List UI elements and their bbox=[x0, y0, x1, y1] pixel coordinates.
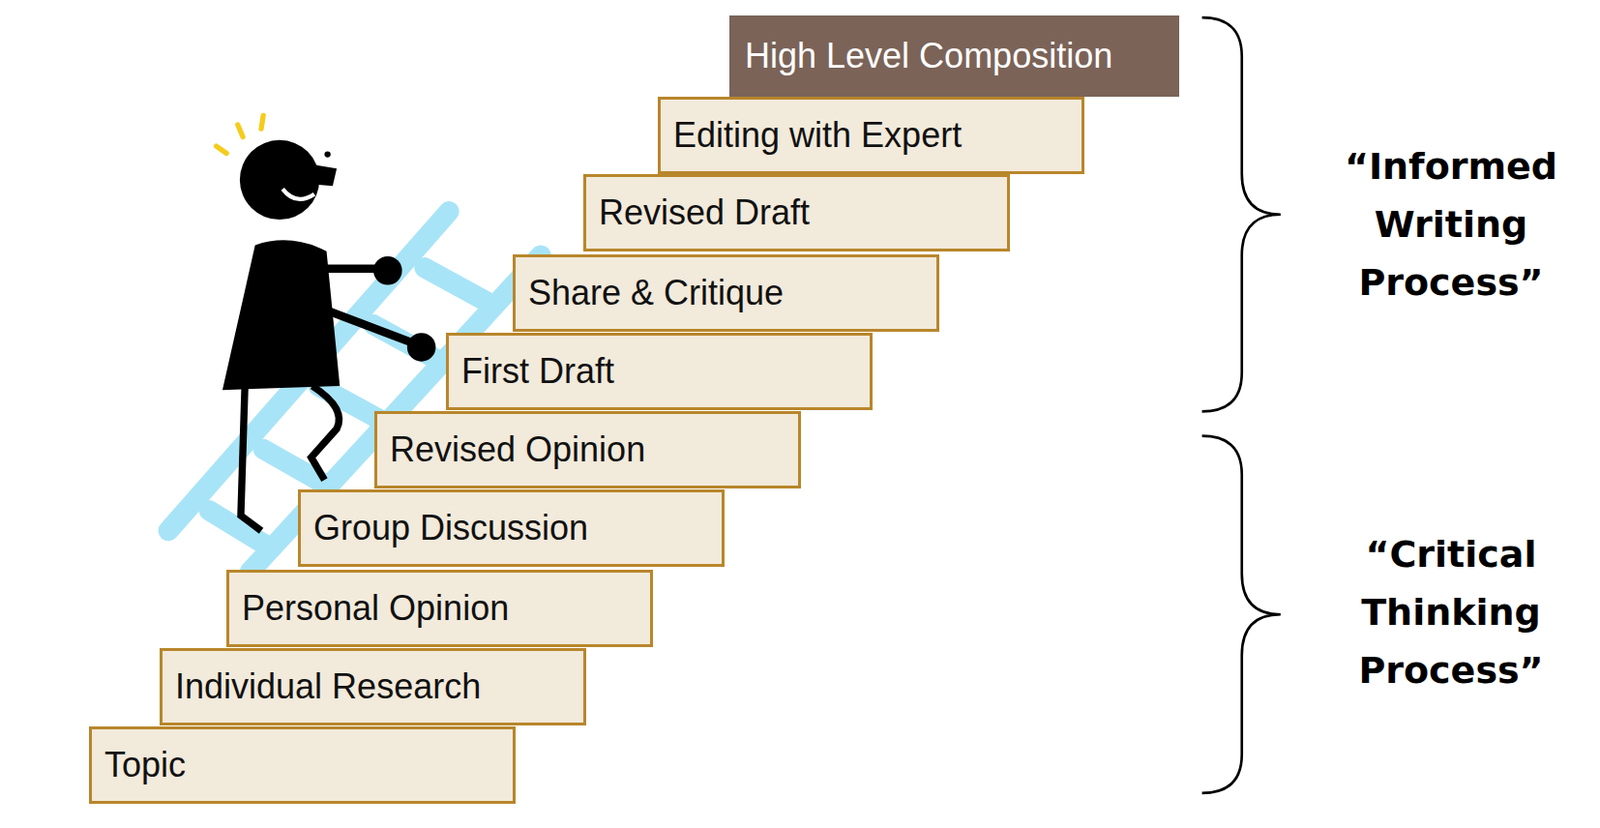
step-label: Personal Opinion bbox=[229, 588, 522, 629]
stair-step: Individual Research bbox=[159, 648, 587, 726]
stair-step: Topic bbox=[88, 726, 516, 804]
stair-step: Revised Opinion bbox=[374, 411, 801, 489]
curly-brace bbox=[1202, 17, 1281, 794]
step-label: Topic bbox=[91, 744, 199, 786]
process-label: “Informed Writing Process” bbox=[1310, 137, 1592, 312]
step-label: Editing with Expert bbox=[660, 115, 975, 156]
stair-step: High Level Composition bbox=[729, 15, 1180, 97]
step-label: Revised Opinion bbox=[377, 429, 658, 471]
step-label: Share & Critique bbox=[515, 272, 797, 314]
step-label: First Draft bbox=[448, 351, 627, 392]
process-label: “Critical Thinking Process” bbox=[1310, 525, 1592, 700]
stair-step: Personal Opinion bbox=[226, 569, 653, 648]
stair-step: Editing with Expert bbox=[657, 96, 1085, 175]
step-label: Revised Draft bbox=[586, 192, 823, 234]
step-label: High Level Composition bbox=[732, 35, 1126, 77]
stair-step: Share & Critique bbox=[512, 254, 940, 332]
stair-step: First Draft bbox=[445, 332, 873, 411]
stair-step: Group Discussion bbox=[297, 489, 725, 567]
step-label: Individual Research bbox=[162, 666, 494, 708]
stair-step: Revised Draft bbox=[583, 174, 1010, 252]
step-label: Group Discussion bbox=[300, 507, 601, 549]
